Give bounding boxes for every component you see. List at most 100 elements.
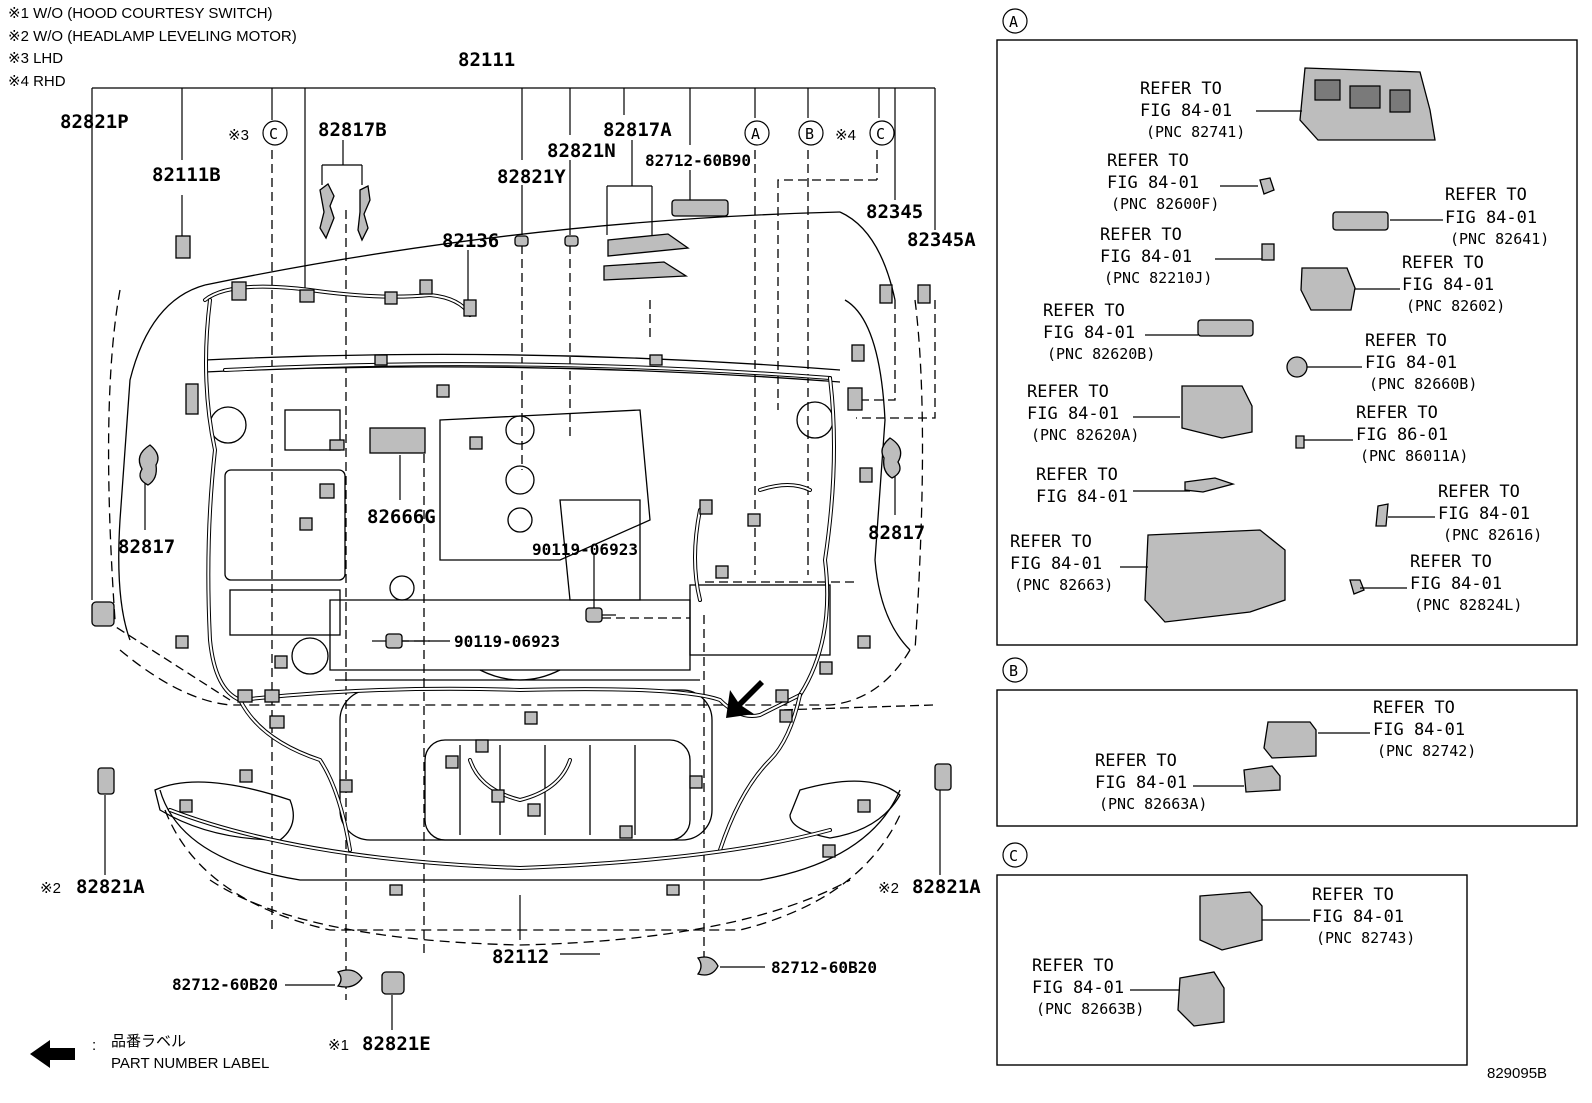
svg-text:FIG 84-01: FIG 84-01 <box>1445 208 1537 228</box>
svg-text:FIG 84-01: FIG 84-01 <box>1312 907 1404 927</box>
bracket-82817A-b <box>603 261 689 281</box>
svg-text:REFER TO: REFER TO <box>1043 301 1125 321</box>
svg-text:(PNC 82620A): (PNC 82620A) <box>1031 426 1139 444</box>
svg-text:FIG 84-01: FIG 84-01 <box>1036 487 1128 507</box>
panel-c: C REFER TO FIG 84-01 (PNC 82743) REFER T… <box>996 842 1468 1066</box>
svg-text:REFER TO: REFER TO <box>1036 465 1118 485</box>
legend: : 品番ラベル PART NUMBER LABEL <box>30 1032 269 1072</box>
svg-text:REFER TO: REFER TO <box>1095 751 1177 771</box>
part-82663B <box>1177 971 1225 1027</box>
label-82817A: 82817A <box>603 119 672 141</box>
part-86011A <box>1295 435 1305 449</box>
svg-text:(PNC 82743): (PNC 82743) <box>1316 929 1415 947</box>
svg-text:REFER TO: REFER TO <box>1032 956 1114 976</box>
panel-b-entry-82663A: REFER TO FIG 84-01 (PNC 82663A) <box>1095 751 1207 813</box>
footnote-3: ※3 LHD <box>8 50 63 67</box>
panel-a-entry-82641: REFER TO FIG 84-01 (PNC 82641) <box>1445 185 1549 248</box>
svg-text:FIG 84-01: FIG 84-01 <box>1095 773 1187 793</box>
svg-text:FIG 84-01: FIG 84-01 <box>1043 323 1135 343</box>
bracket-82817A-a <box>607 233 690 257</box>
svg-text:REFER TO: REFER TO <box>1356 403 1438 423</box>
label-82821N: 82821N <box>547 140 616 162</box>
panel-a-entry-82824L: REFER TO FIG 84-01 (PNC 82824L) <box>1410 552 1522 614</box>
clamp-82712-60B20-left <box>336 969 363 988</box>
label-82821A-left: 82821A <box>76 876 145 898</box>
bracket-82817B-b <box>357 185 371 242</box>
label-82712-60B90: 82712-60B90 <box>645 151 751 170</box>
part-82660B <box>1286 356 1308 378</box>
panel-b-frame <box>996 689 1578 827</box>
svg-text:REFER TO: REFER TO <box>1410 552 1492 572</box>
svg-text:(PNC 82641): (PNC 82641) <box>1450 230 1549 248</box>
svg-text:REFER TO: REFER TO <box>1402 253 1484 273</box>
svg-text:FIG 84-01: FIG 84-01 <box>1365 353 1457 373</box>
svg-text:FIG 84-01: FIG 84-01 <box>1438 504 1530 524</box>
mark-1: ※1 <box>328 1037 349 1054</box>
svg-text:FIG 84-01: FIG 84-01 <box>1373 720 1465 740</box>
label-82817-left: 82817 <box>118 536 175 558</box>
panel-a-entry-82602: REFER TO FIG 84-01 (PNC 82602) <box>1402 253 1505 315</box>
panel-a-entry-82210J: REFER TO FIG 84-01 (PNC 82210J) <box>1100 225 1212 287</box>
part-82641 <box>1332 211 1389 231</box>
label-82817-right: 82817 <box>868 522 925 544</box>
label-82111B: 82111B <box>152 164 221 186</box>
main-callouts: C A B C <box>262 120 895 146</box>
svg-text:REFER TO: REFER TO <box>1445 185 1527 205</box>
bolt-90119-upper <box>585 607 616 623</box>
svg-text:(PNC 82663B): (PNC 82663B) <box>1036 1000 1144 1018</box>
label-82821A-right: 82821A <box>912 876 981 898</box>
label-90119-upper: 90119-06923 <box>532 540 638 559</box>
svg-text:(PNC 82602): (PNC 82602) <box>1406 297 1505 315</box>
svg-text:REFER TO: REFER TO <box>1010 532 1092 552</box>
panel-b: B REFER TO FIG 84-01 (PNC 82742) REFER T… <box>996 657 1578 827</box>
legend-label-jp: 品番ラベル <box>111 1032 186 1050</box>
part-82824L <box>1349 579 1365 595</box>
svg-text:REFER TO: REFER TO <box>1027 382 1109 402</box>
mark-3: ※3 <box>228 127 249 144</box>
svg-text:FIG 84-01: FIG 84-01 <box>1010 554 1102 574</box>
part-82600F <box>1259 177 1275 195</box>
label-82112: 82112 <box>492 946 549 968</box>
svg-text:(PNC 82660B): (PNC 82660B) <box>1369 375 1477 393</box>
callout-a: A <box>751 125 760 143</box>
label-82666G: 82666G <box>367 506 436 528</box>
part-unnamed <box>1184 477 1236 493</box>
part-82602 <box>1300 267 1356 311</box>
connector-82821A-left <box>97 767 115 795</box>
svg-text:FIG 86-01: FIG 86-01 <box>1356 425 1448 445</box>
label-82345: 82345 <box>866 201 923 223</box>
label-82345A: 82345A <box>907 229 976 251</box>
leader-lines <box>91 87 941 1030</box>
panel-c-entry-82663B: REFER TO FIG 84-01 (PNC 82663B) <box>1032 956 1144 1018</box>
svg-text:REFER TO: REFER TO <box>1438 482 1520 502</box>
label-82821P: 82821P <box>60 111 129 133</box>
clip-82817-right <box>881 437 902 479</box>
panel-a-entry-86011A: REFER TO FIG 86-01 (PNC 86011A) <box>1356 403 1468 465</box>
part-82210J <box>1261 243 1275 261</box>
footnote-4: ※4 RHD <box>8 73 66 90</box>
front-arrow-icon <box>726 680 764 718</box>
svg-text:REFER TO: REFER TO <box>1312 885 1394 905</box>
label-82136: 82136 <box>442 230 499 252</box>
panel-c-frame <box>996 874 1468 1066</box>
svg-text:FIG 84-01: FIG 84-01 <box>1107 173 1199 193</box>
mark-2-left: ※2 <box>40 880 61 897</box>
panel-b-title: B <box>1009 662 1018 680</box>
svg-text:(PNC 82663A): (PNC 82663A) <box>1099 795 1207 813</box>
label-82817B: 82817B <box>318 119 387 141</box>
footnotes: ※1 W/O (HOOD COURTESY SWITCH) ※2 W/O (HE… <box>8 5 297 90</box>
svg-text:(PNC 82824L): (PNC 82824L) <box>1414 596 1522 614</box>
svg-text:(PNC 82663): (PNC 82663) <box>1014 576 1113 594</box>
connectors <box>91 183 952 995</box>
svg-text:FIG 84-01: FIG 84-01 <box>1100 247 1192 267</box>
connector-82821P <box>91 601 115 627</box>
panel-a-entry-unnamed: REFER TO FIG 84-01 <box>1036 465 1128 507</box>
svg-text:(PNC 82741): (PNC 82741) <box>1146 123 1245 141</box>
panel-c-title: C <box>1009 847 1018 865</box>
svg-text:(PNC 82210J): (PNC 82210J) <box>1104 269 1212 287</box>
callout-c-rhd: C <box>876 125 885 143</box>
part-82663A <box>1243 765 1281 793</box>
label-82712-60B20-left: 82712-60B20 <box>172 975 278 994</box>
